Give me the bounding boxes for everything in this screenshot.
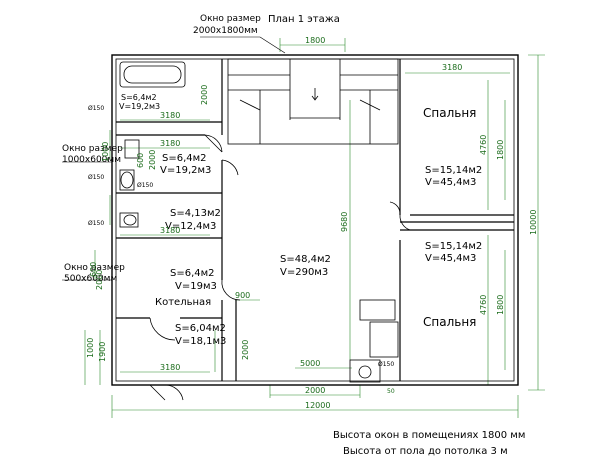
hall-volume: V=18,1м3 [175, 336, 226, 347]
dim-5000: 5000 [300, 359, 320, 368]
wc-area: S=6,4м2 [162, 153, 207, 164]
boiler-area: S=6,4м2 [170, 268, 215, 279]
dim-1800-top: 1800 [305, 36, 325, 45]
dim-3180-b: 3180 [160, 139, 180, 148]
dim-1000b: 1000 [101, 142, 110, 162]
dim-4760-b: 4760 [479, 295, 488, 315]
dim-2000-bot: 2000 [305, 386, 325, 395]
wc-volume: V=19,2м3 [160, 165, 211, 176]
living-area: S=48,4м2 [280, 254, 331, 265]
doors [149, 134, 411, 401]
pipe-label-2: Ø150 [88, 174, 104, 181]
bed2-volume: V=45,4м3 [425, 253, 476, 264]
dim-1000: 1000 [86, 338, 95, 358]
hall-area: S=6,04м2 [175, 323, 226, 334]
outer-walls [111, 54, 519, 386]
dim-50: 50 [387, 388, 395, 395]
dim-2000-d: 2000 [241, 340, 250, 360]
window-leaders [62, 36, 286, 281]
pipe-label-1: Ø150 [88, 105, 104, 112]
fixtures [119, 61, 399, 383]
dimension-lines [84, 38, 545, 418]
boiler-volume: V=19м3 [175, 281, 217, 292]
pipe-label-5: Ø150 [378, 361, 394, 368]
dim-600b: 600 [136, 153, 145, 168]
staircase [227, 58, 399, 145]
dim-3180-a: 3180 [160, 111, 180, 120]
dim-2000-c: 2000 [95, 270, 104, 290]
small-volume: V=12,4м3 [165, 221, 216, 232]
window-left1-label-1: Окно размер [62, 144, 123, 154]
window-left2-label-2: 500х600мм [64, 274, 117, 284]
window-top-label-1: Окно размер [200, 14, 261, 24]
bed1-area: S=15,14м2 [425, 165, 482, 176]
dim-1800-r2: 1800 [496, 295, 505, 315]
dim-2000-b: 2000 [148, 150, 157, 170]
bath-volume: V=19,2м3 [119, 102, 160, 111]
interior-walls [116, 59, 514, 381]
dim-600a: 600 [89, 262, 98, 277]
dim-3180-c: 3180 [160, 226, 180, 235]
bed1-name: Спальня [423, 106, 476, 120]
plan-title: План 1 этажа [268, 14, 340, 25]
dim-12000: 12000 [305, 401, 330, 410]
bed2-area: S=15,14м2 [425, 241, 482, 252]
bed1-volume: V=45,4м3 [425, 177, 476, 188]
dim-2000-a: 2000 [200, 85, 209, 105]
dim-9680: 9680 [340, 212, 349, 232]
window-top-label-2: 2000х1800мм [193, 26, 258, 36]
pipe-label-4: Ø150 [88, 220, 104, 227]
bed2-name: Спальня [423, 315, 476, 329]
dim-1800-r1: 1800 [496, 140, 505, 160]
pipe-label-3: Ø150 [137, 182, 153, 189]
bath-area: S=6,4м2 [121, 93, 157, 102]
dim-4760-a: 4760 [479, 135, 488, 155]
dim-3180-tr: 3180 [442, 63, 462, 72]
boiler-name: Котельная [155, 297, 211, 308]
window-left1-label-2: 1000х600мм [62, 155, 121, 165]
small-area: S=4,13м2 [170, 208, 221, 219]
dim-3180-bot: 3180 [160, 363, 180, 372]
window-left2-label-1: Окно размер [64, 263, 125, 273]
dim-1900: 1900 [98, 342, 107, 362]
living-volume: V=290м3 [280, 267, 328, 278]
dim-900: 900 [235, 291, 250, 300]
note-window-height: Высота окон в помещениях 1800 мм [333, 430, 526, 441]
dim-10000: 10000 [529, 210, 538, 235]
note-ceiling-height: Высота от пола до потолка 3 м [343, 446, 508, 457]
